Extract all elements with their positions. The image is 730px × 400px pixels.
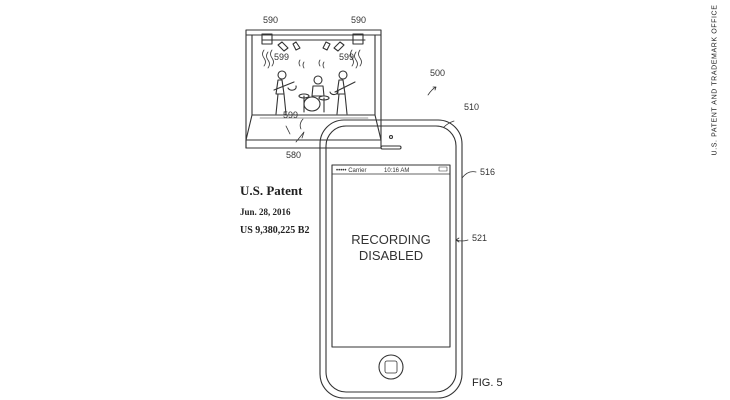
ref-510: 510	[464, 102, 480, 112]
message-line-1: RECORDING	[351, 232, 431, 247]
recording-disabled-message: RECORDING DISABLED	[331, 232, 451, 264]
musician-left	[273, 70, 297, 115]
smartphone	[319, 119, 463, 399]
phone-screen	[331, 164, 451, 348]
drummer	[298, 75, 330, 113]
stage-light-right	[352, 33, 364, 45]
musician-right	[329, 70, 356, 115]
patent-number: US 9,380,225 B2	[240, 225, 310, 236]
stage-light-left	[261, 33, 273, 45]
status-carrier: ••••• Carrier	[336, 168, 367, 174]
concert-stage	[245, 29, 382, 149]
side-watermark: U.S. PATENT AND TRADEMARK OFFICE	[705, 5, 725, 156]
ref-500: 500	[430, 68, 446, 78]
message-line-2: DISABLED	[358, 248, 424, 263]
figure-label: FIG. 5	[472, 377, 503, 389]
ref-599-right: 599	[339, 52, 355, 62]
signal-icon: •••••	[336, 168, 347, 174]
ref-590-right: 590	[351, 15, 367, 25]
patent-title: U.S. Patent	[240, 183, 303, 198]
home-button	[378, 354, 404, 380]
ref-590-left: 590	[263, 15, 279, 25]
carrier-label: Carrier	[348, 168, 367, 174]
ref-580: 580	[286, 150, 302, 160]
ref-521: 521	[472, 233, 488, 243]
ref-516: 516	[480, 167, 496, 177]
ref-599-bottom: 599	[283, 110, 299, 120]
side-watermark-text: U.S. PATENT AND TRADEMARK OFFICE	[711, 4, 719, 156]
patent-date: Jun. 28, 2016	[240, 207, 291, 217]
ref-599-left: 599	[274, 52, 290, 62]
status-time: 10:16 AM	[384, 168, 410, 174]
